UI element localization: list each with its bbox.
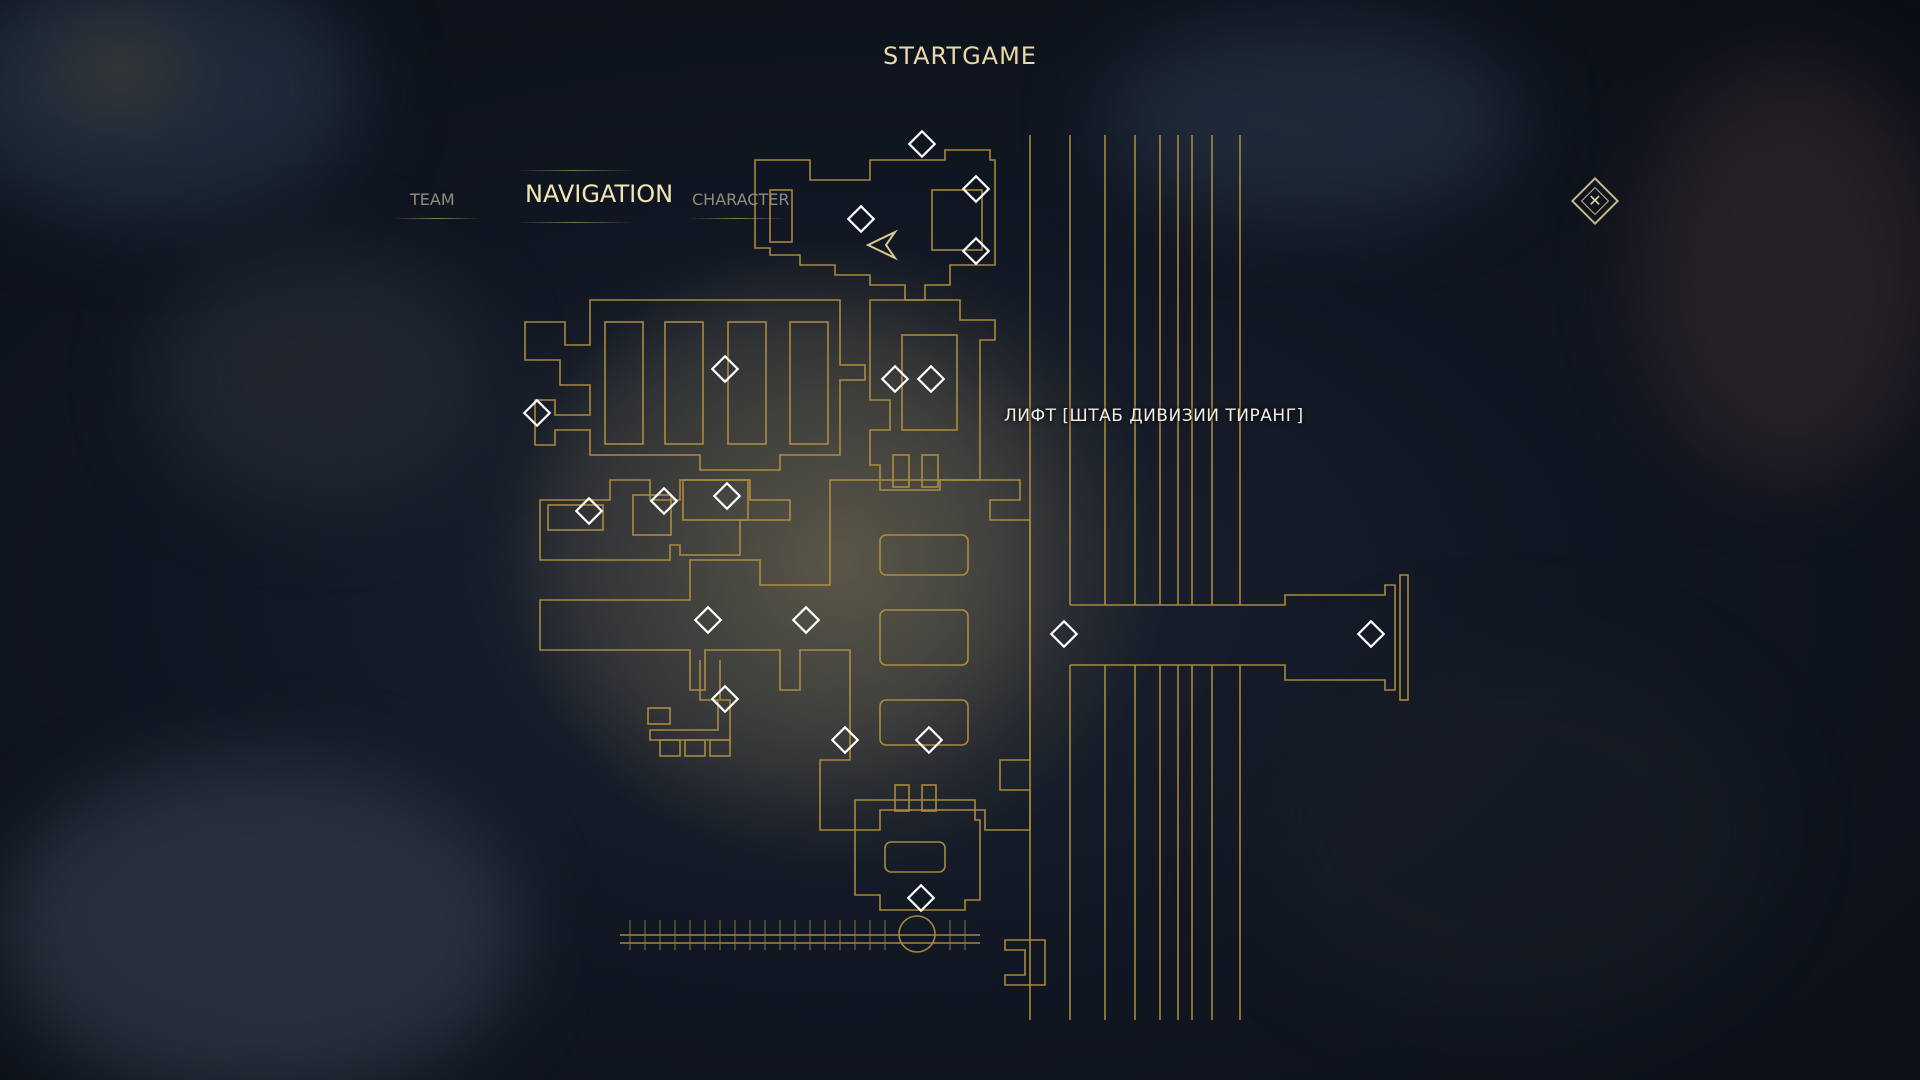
waypoint-marker[interactable] — [1356, 619, 1386, 649]
map-rail-ticks — [629, 920, 966, 950]
map-room-top — [754, 149, 996, 301]
waypoint-marker[interactable] — [907, 129, 937, 159]
map-door-2 — [921, 454, 939, 488]
waypoint-marker[interactable] — [574, 496, 604, 526]
map-corridor-3 — [727, 321, 767, 445]
map-corridor-4 — [789, 321, 829, 445]
map-stub-4 — [709, 739, 731, 757]
map-stub-3 — [684, 739, 706, 757]
map-stub-1 — [647, 707, 671, 725]
map-room-south — [854, 799, 981, 911]
map-room-sw-b — [632, 494, 672, 536]
waypoint-marker[interactable] — [522, 398, 552, 428]
waypoint-marker[interactable] — [961, 236, 991, 266]
map-room-center — [869, 299, 996, 491]
map-room-top-right — [931, 189, 983, 251]
map-rail-hub — [898, 915, 936, 953]
map-glow — [510, 240, 1170, 880]
location-label: ЛИФТ [ШТАБ ДИВИЗИИ ТИРАНГ] — [1004, 406, 1304, 426]
tab-team-underline — [392, 218, 482, 219]
waypoint-marker[interactable] — [880, 364, 910, 394]
map-corridor-1 — [604, 321, 644, 445]
waypoint-marker[interactable] — [846, 204, 876, 234]
page-title: STARTGAME — [883, 42, 1037, 70]
map-room-west — [524, 299, 866, 471]
waypoint-marker[interactable] — [712, 481, 742, 511]
map-chamber-2 — [879, 609, 969, 666]
map-chamber-1 — [879, 534, 969, 576]
map-door-1 — [892, 454, 910, 488]
waypoint-marker[interactable] — [791, 605, 821, 635]
close-icon: ✕ — [1588, 191, 1602, 210]
tab-navigation[interactable]: NAVIGATION — [525, 180, 674, 208]
tab-character[interactable]: CHARACTER — [692, 190, 790, 209]
waypoint-marker[interactable] — [916, 364, 946, 394]
map-south-door-2 — [921, 784, 937, 812]
tab-character-underline — [688, 218, 788, 219]
map-room-bottom-left — [649, 660, 731, 741]
map-chamber-3 — [879, 699, 969, 746]
waypoint-marker[interactable] — [710, 354, 740, 384]
waypoint-marker[interactable] — [649, 486, 679, 516]
map-corridor-2 — [664, 321, 704, 445]
map-room-center-inner — [901, 334, 958, 431]
waypoint-marker[interactable] — [961, 174, 991, 204]
waypoint-marker[interactable] — [830, 725, 860, 755]
map-stub-2 — [659, 739, 681, 757]
waypoint-marker[interactable] — [906, 883, 936, 913]
map-south-lift — [1004, 939, 1046, 986]
tab-navigation-overline — [515, 170, 635, 171]
tab-navigation-underline — [515, 222, 635, 223]
map-east-corridor — [1070, 584, 1396, 691]
tab-team[interactable]: TEAM — [410, 190, 455, 209]
map-room-south-inner — [884, 841, 946, 873]
map-room-sw-c — [682, 479, 749, 521]
map-room-top-inner — [769, 189, 793, 243]
map-lift-bar — [1399, 574, 1409, 701]
map-room-southwest — [539, 479, 791, 561]
map-south-door-1 — [894, 784, 910, 812]
waypoint-marker[interactable] — [1049, 619, 1079, 649]
waypoint-marker[interactable] — [693, 605, 723, 635]
player-position-marker — [865, 229, 898, 261]
map-room-sw-a — [547, 504, 604, 531]
waypoint-marker[interactable] — [710, 684, 740, 714]
waypoint-marker[interactable] — [914, 725, 944, 755]
